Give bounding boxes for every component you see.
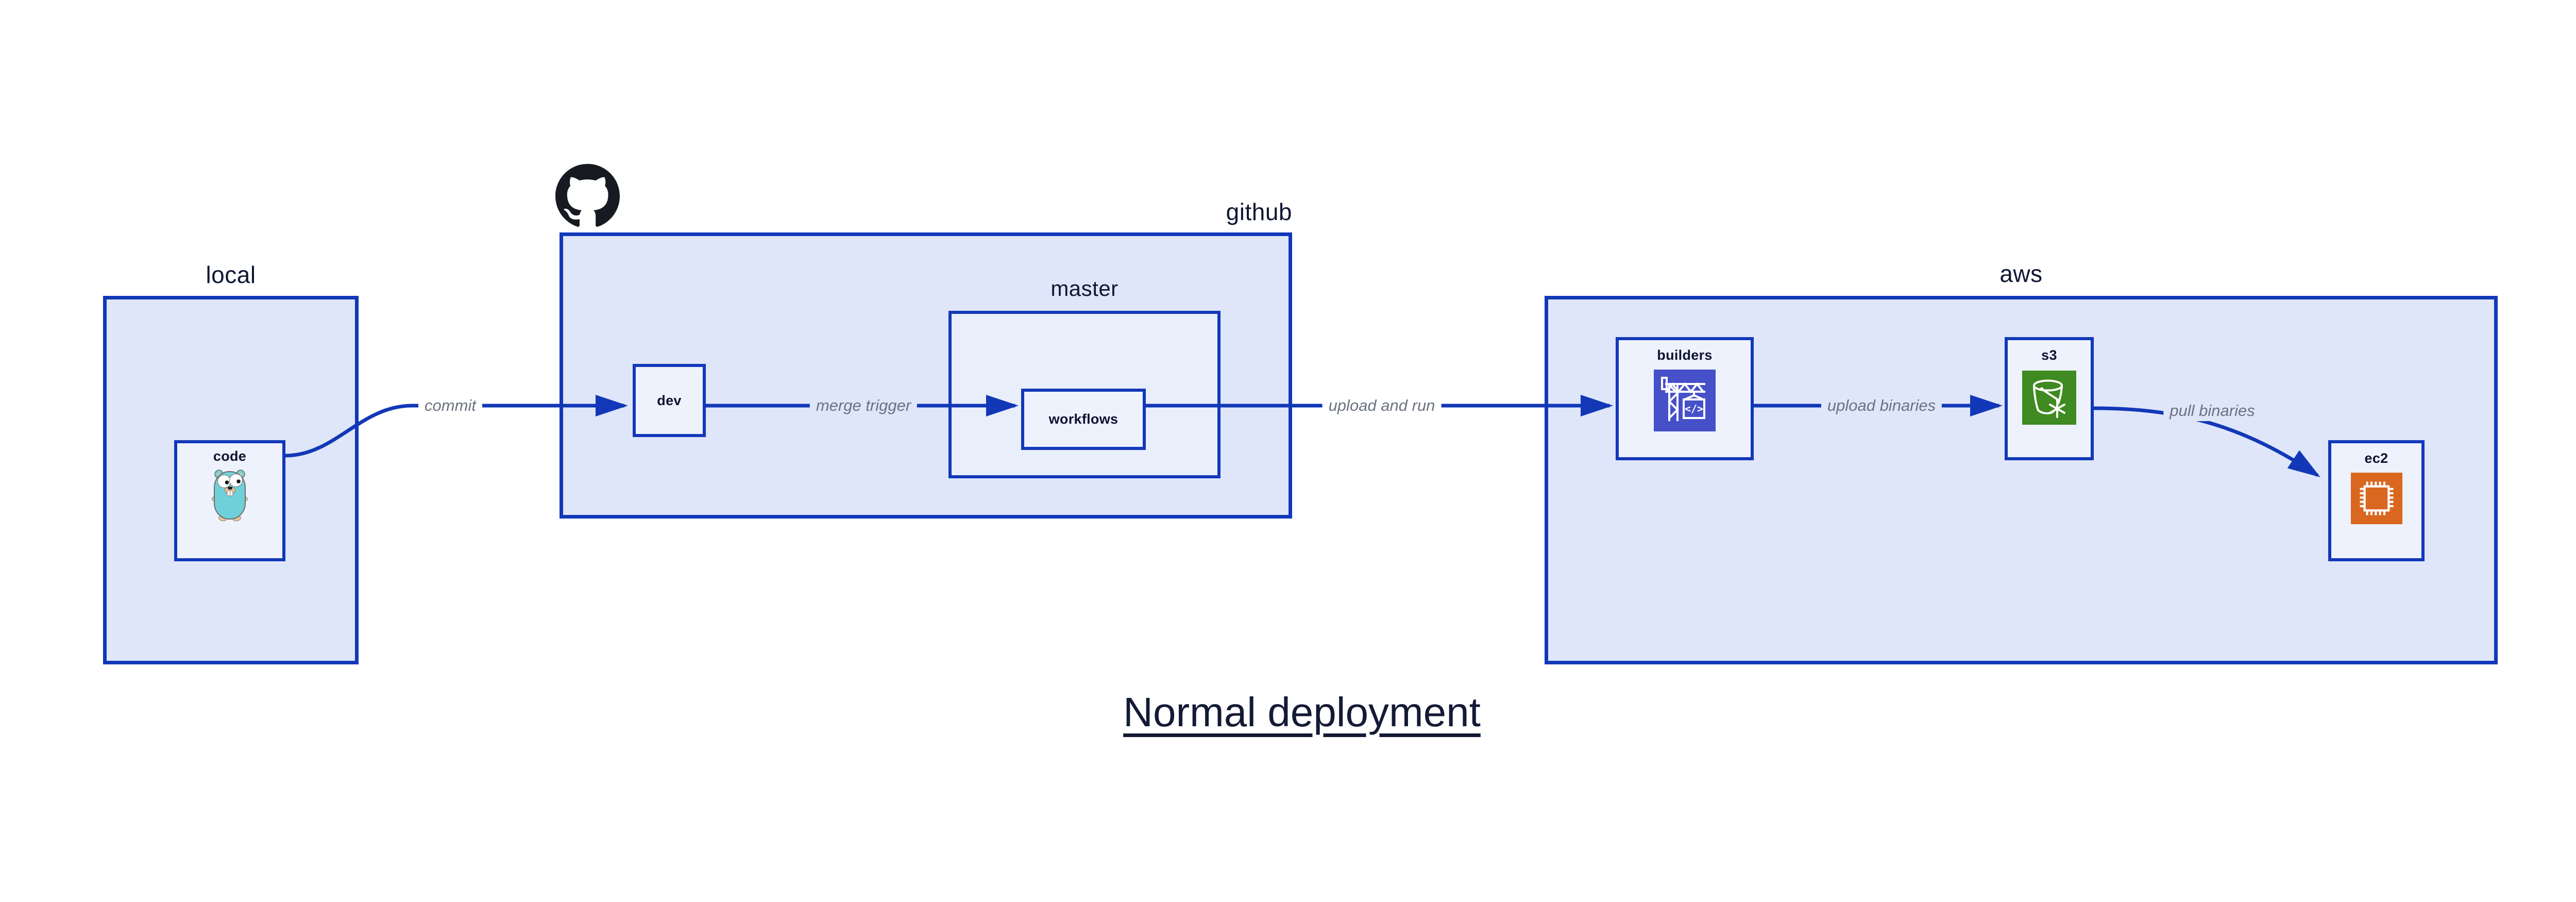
pull-binaries-arrow-label: pull binaries: [2163, 400, 2261, 421]
commit-arrow-label: commit: [418, 395, 482, 416]
upload-binaries-arrow-label: upload binaries: [1821, 395, 1942, 416]
diagram-title: Normal deployment: [1123, 689, 1481, 735]
local-group-label: local: [206, 261, 256, 288]
upload-and-run-arrow-label: upload and run: [1322, 395, 1442, 416]
s3-node-label: s3: [2041, 347, 2057, 363]
builders-node-label: builders: [1657, 347, 1713, 363]
github-octocat-icon: [555, 164, 620, 231]
ec2-node-label: ec2: [2364, 450, 2388, 466]
s3-node: s3: [2005, 337, 2094, 460]
dev-node-label: dev: [657, 392, 682, 408]
code-node: code: [174, 440, 285, 561]
ec2-node: ec2: [2328, 440, 2425, 561]
master-group-label: master: [1050, 276, 1118, 300]
aws-s3-bucket-icon: [2022, 371, 2076, 427]
builders-node: builders </>: [1616, 337, 1754, 460]
aws-codebuild-icon: </>: [1654, 370, 1716, 434]
workflows-node: workflows: [1021, 389, 1146, 450]
code-node-label: code: [213, 448, 247, 464]
svg-text:</>: </>: [1685, 403, 1703, 415]
merge-trigger-arrow-label: merge trigger: [809, 395, 918, 416]
go-gopher-icon: [212, 467, 248, 524]
workflows-node-label: workflows: [1048, 411, 1118, 427]
aws-ec2-chip-icon: [2350, 473, 2402, 527]
aws-group-label: aws: [1999, 260, 2043, 287]
github-group-label: github: [1226, 198, 1292, 225]
dev-node: dev: [633, 364, 706, 437]
